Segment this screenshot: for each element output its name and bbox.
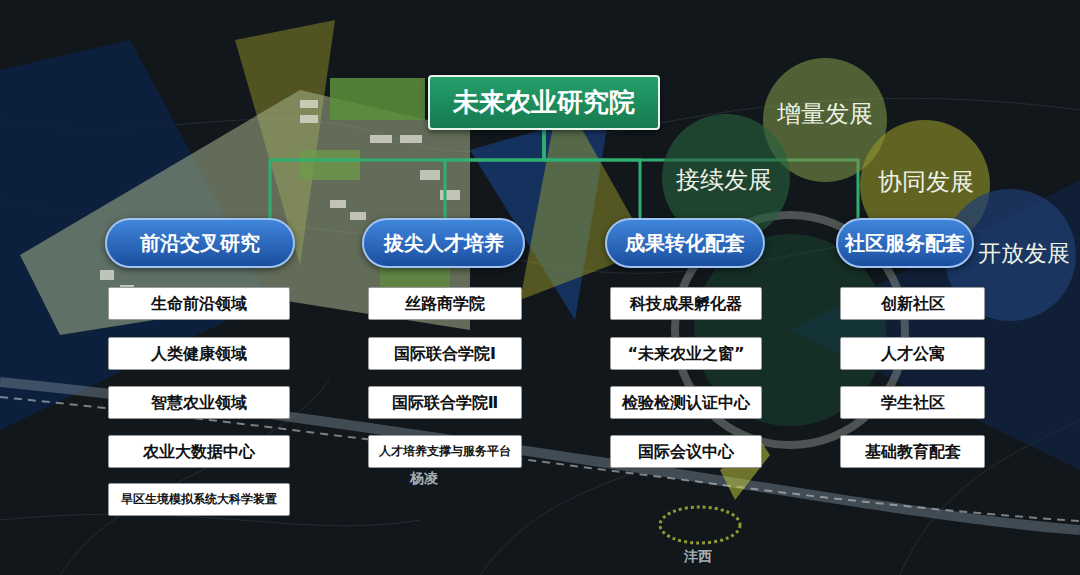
- title-box: 未来农业研究院: [428, 75, 660, 130]
- item-box: 基础教育配套: [840, 435, 985, 468]
- item-box: 人类健康领域: [108, 337, 290, 370]
- node-text: 创新社区: [881, 294, 945, 313]
- theme-text: 接续发展: [676, 166, 772, 195]
- node-text: 学生社区: [881, 393, 945, 412]
- map-place-label: 沣西: [684, 548, 712, 566]
- node-text: 社区服务配套: [845, 231, 965, 255]
- node-text: 基础教育配套: [865, 442, 961, 461]
- node-text: 成果转化配套: [625, 231, 745, 255]
- node-text: 国际联合学院Ⅰ: [394, 344, 496, 363]
- node-text: 国际联合学院Ⅱ: [392, 393, 499, 412]
- item-box: 学生社区: [840, 386, 985, 419]
- node-text: 人才公寓: [881, 344, 945, 363]
- node-text: 生命前沿领域: [151, 294, 247, 313]
- theme-text: 增量发展: [777, 100, 873, 129]
- node-text: 国际会议中心: [638, 442, 734, 461]
- item-box: 国际联合学院Ⅰ: [368, 337, 522, 370]
- item-box: 农业大数据中心: [108, 435, 290, 468]
- node-text: 人才培养支撑与服务平台: [379, 444, 511, 458]
- tree-connector: [544, 130, 640, 218]
- category-pill: 成果转化配套: [605, 218, 765, 268]
- item-box: 国际会议中心: [610, 435, 762, 468]
- theme-text: 协同发展: [878, 168, 974, 197]
- item-box: 人才公寓: [840, 337, 985, 370]
- item-box: 生命前沿领域: [108, 287, 290, 320]
- node-text: 未来农业研究院: [453, 87, 635, 118]
- tree-connector: [270, 130, 544, 218]
- node-text: 科技成果孵化器: [630, 294, 742, 313]
- node-text: 农业大数据中心: [143, 442, 255, 461]
- tree-connector: [445, 130, 544, 218]
- item-box: 检验检测认证中心: [610, 386, 762, 419]
- node-text: 检验检测认证中心: [622, 393, 750, 412]
- item-box: 智慧农业领域: [108, 386, 290, 419]
- theme-text: 开放发展: [978, 240, 1070, 268]
- item-box: “未来农业之窗”: [610, 337, 762, 370]
- item-box: 创新社区: [840, 287, 985, 320]
- item-box: 国际联合学院Ⅱ: [368, 386, 522, 419]
- node-text: 丝路商学院: [405, 294, 485, 313]
- node-text: 拔尖人才培养: [384, 231, 504, 255]
- category-pill: 社区服务配套: [836, 218, 974, 268]
- category-pill: 前沿交叉研究: [105, 218, 295, 268]
- item-box: 旱区生境模拟系统大科学装置: [108, 483, 290, 516]
- item-box: 科技成果孵化器: [610, 287, 762, 320]
- item-box: 人才培养支撑与服务平台: [368, 435, 522, 468]
- node-text: “未来农业之窗”: [627, 344, 744, 363]
- item-box: 丝路商学院: [368, 287, 522, 320]
- node-text: 前沿交叉研究: [140, 231, 260, 255]
- node-text: 人类健康领域: [151, 344, 247, 363]
- map-place-label: 杨凌: [410, 470, 438, 488]
- node-text: 旱区生境模拟系统大科学装置: [121, 492, 277, 506]
- node-text: 智慧农业领域: [151, 393, 247, 412]
- category-pill: 拔尖人才培养: [362, 218, 525, 268]
